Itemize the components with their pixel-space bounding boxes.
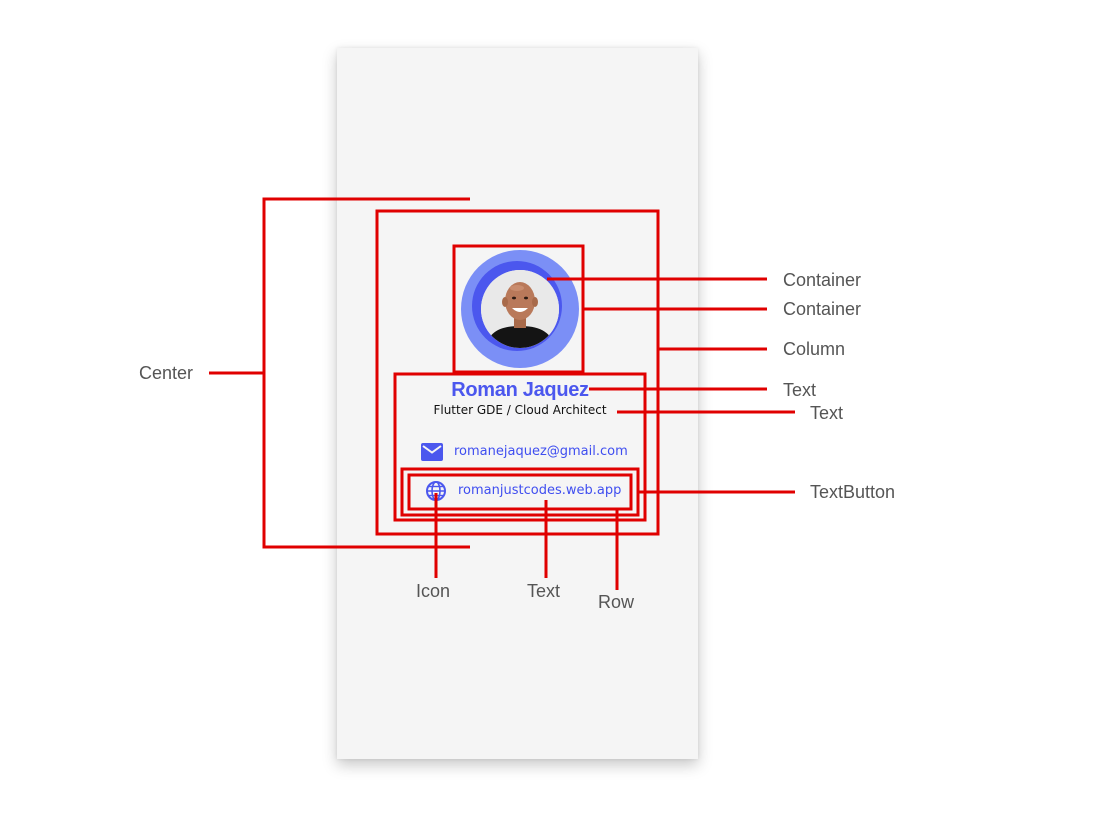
profile-name: Roman Jaquez — [451, 379, 589, 401]
label-container-inner: Container — [783, 299, 862, 319]
avatar-photo — [481, 270, 559, 348]
label-text-name: Text — [783, 380, 817, 400]
label-center: Center — [139, 363, 194, 383]
label-column: Column — [783, 339, 846, 359]
globe-icon — [425, 480, 447, 502]
profile-subtitle: Flutter GDE / Cloud Architect — [433, 403, 607, 417]
label-icon: Icon — [416, 581, 451, 601]
website-text-button[interactable]: romanjustcodes.web.app — [458, 483, 622, 498]
label-row: Row — [598, 592, 635, 612]
label-text-subtitle: Text — [810, 403, 844, 423]
label-text-link: Text — [527, 581, 561, 601]
label-textbutton: TextButton — [810, 482, 896, 502]
email-link[interactable]: romanejaquez@gmail.com — [454, 444, 628, 459]
label-container-outer: Container — [783, 270, 862, 290]
email-icon — [421, 443, 443, 461]
